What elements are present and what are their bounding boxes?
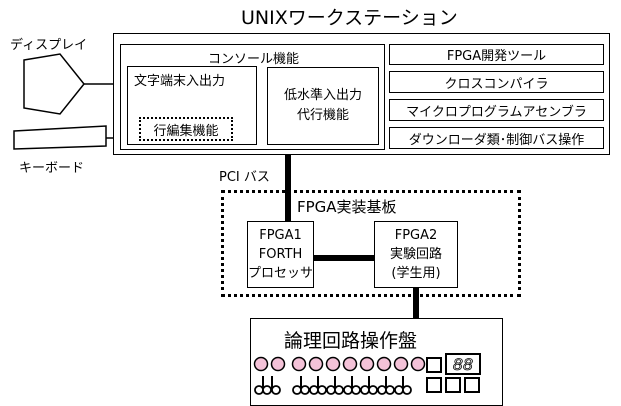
push-button[interactable] (445, 377, 461, 393)
seven-seg-display (445, 353, 481, 375)
toggle-switch[interactable] (292, 376, 310, 395)
keyboard-label: キーボード (19, 161, 85, 176)
toggle-switch[interactable] (360, 376, 378, 395)
toggle-switch[interactable] (343, 376, 361, 395)
logic-panel-title: 論理回路操作盤 (284, 330, 418, 352)
tool-microprogram-assembler: マイクロプログラムアセンブラ (389, 99, 604, 121)
led-indicator (359, 356, 375, 372)
toggle-switch[interactable] (377, 376, 395, 395)
fpga-board-box (221, 190, 521, 297)
fpga1-line2: FORTH (258, 247, 303, 262)
tool-fpga-dev: FPGA開発ツール (389, 44, 604, 65)
seven-seg-digits: 88 (453, 355, 473, 374)
push-button[interactable] (464, 377, 480, 393)
tool-microprogram-assembler-label: マイクロプログラムアセンブラ (406, 104, 587, 120)
terminal-io-box (127, 66, 257, 145)
fpga2-box: FPGA2 実験回路 (学生用) (374, 221, 458, 288)
fpga1-line3: プロセッサ (248, 266, 314, 281)
workstation-title: UNIXワークステーション (241, 7, 458, 29)
led-indicator (410, 356, 426, 372)
push-button[interactable] (426, 377, 442, 393)
toggle-switch[interactable] (254, 376, 272, 395)
led-indicator (253, 356, 269, 372)
led-indicator (325, 356, 341, 372)
toggle-switch[interactable] (394, 376, 412, 395)
tool-downloader-label: ダウンローダ類･制御バス操作 (408, 132, 585, 148)
pci-bus-label: PCI バス (219, 170, 270, 185)
led-indicator (308, 356, 324, 372)
line-edit-box: 行編集機能 (139, 117, 233, 141)
low-level-io-box: 低水準入出力 代行機能 (267, 67, 379, 145)
tool-fpga-dev-label: FPGA開発ツール (446, 49, 547, 64)
tool-cross-compiler-label: クロスコンパイラ (444, 76, 549, 92)
fpga1-line1: FPGA1 (259, 228, 302, 243)
keyboard-icon (13, 125, 107, 150)
fpga1-box: FPGA1 FORTH プロセッサ (247, 221, 314, 288)
push-button[interactable] (426, 357, 442, 373)
fpga-board-title: FPGA実装基板 (297, 198, 397, 216)
toggle-switch[interactable] (271, 376, 281, 395)
toggle-switch[interactable] (309, 376, 327, 395)
led-indicator (393, 356, 409, 372)
fpga2-line3: (学生用) (391, 266, 441, 281)
console-label: コンソール機能 (208, 52, 300, 67)
led-indicator (342, 356, 358, 372)
fpga2-line1: FPGA2 (394, 228, 438, 243)
terminal-io-label: 文字端末入出力 (134, 74, 226, 89)
toggle-switch[interactable] (326, 376, 344, 395)
fpga2-line2: 実験回路 (389, 247, 442, 262)
display-label: ディスプレイ (10, 38, 88, 53)
tool-downloader: ダウンローダ類･制御バス操作 (389, 127, 604, 149)
display-icon (23, 53, 85, 115)
low-level-io-line1: 低水準入出力 (283, 88, 362, 103)
low-level-io-line2: 代行機能 (296, 108, 349, 123)
led-indicator (270, 356, 286, 372)
led-indicator (376, 356, 392, 372)
led-indicator (291, 356, 307, 372)
tool-cross-compiler: クロスコンパイラ (389, 71, 604, 93)
line-edit-label: 行編集機能 (153, 123, 219, 139)
panel-controls: 88 (253, 353, 481, 395)
